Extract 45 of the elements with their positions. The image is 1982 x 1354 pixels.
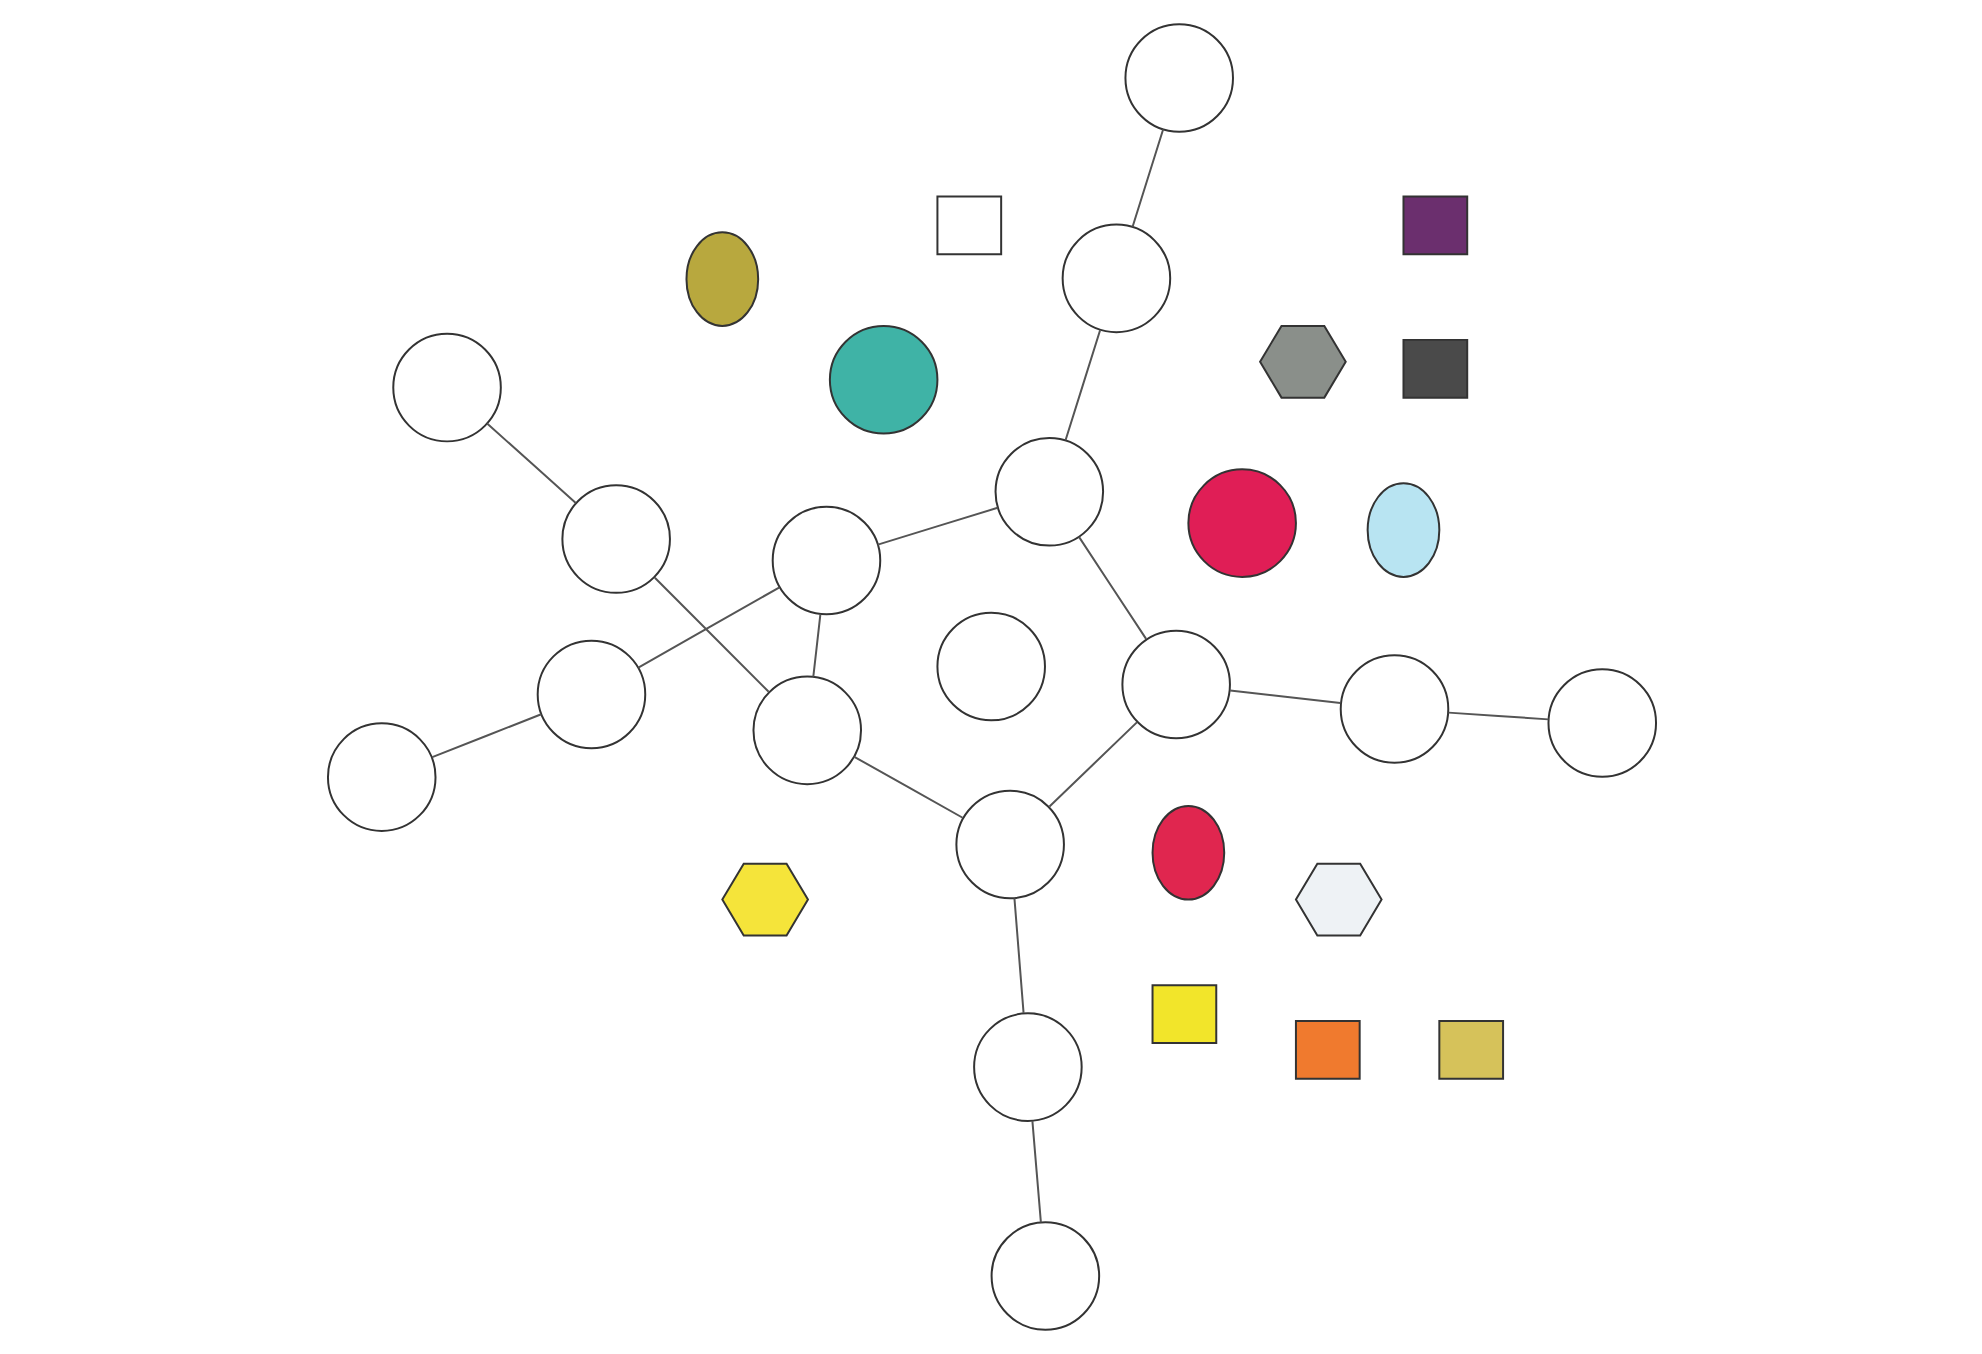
node-box <box>1437 1020 1504 1080</box>
node-circle <box>989 1221 1100 1331</box>
connector <box>1047 721 1138 808</box>
node-circle <box>770 505 881 616</box>
node-circle <box>535 639 646 750</box>
connector <box>485 422 576 504</box>
node-box <box>1401 195 1468 256</box>
node-ellipse <box>1365 482 1440 578</box>
connector <box>875 506 998 546</box>
connector <box>1063 329 1101 442</box>
node-circle <box>1123 23 1233 133</box>
node-circle <box>1186 468 1296 578</box>
connector <box>811 613 821 678</box>
node-circle <box>1338 654 1449 764</box>
node-box <box>935 195 1002 256</box>
node-hexagon <box>720 862 809 937</box>
connector <box>1012 897 1024 1014</box>
node-circle <box>972 1012 1082 1122</box>
node-ellipse <box>684 231 759 327</box>
node-circle <box>391 332 501 443</box>
node-ellipse <box>1150 804 1225 901</box>
connector <box>652 576 769 693</box>
connector <box>1228 689 1341 704</box>
connector <box>430 713 542 759</box>
node-circle <box>827 324 938 435</box>
node-circle <box>1120 629 1230 740</box>
connector <box>1446 711 1549 721</box>
connector <box>852 755 963 819</box>
node-circle <box>560 484 670 594</box>
connector <box>1130 128 1164 228</box>
node-box <box>1293 1020 1360 1080</box>
node-hexagon <box>1293 862 1382 937</box>
node-hexagon <box>1257 324 1346 399</box>
node-circle <box>993 437 1104 547</box>
connector <box>1077 536 1147 640</box>
node-box <box>1150 984 1217 1044</box>
node-circle <box>751 675 862 786</box>
node-circle <box>1546 668 1657 778</box>
node-circle <box>1060 223 1171 334</box>
node-box <box>1401 338 1468 399</box>
node-circle <box>935 611 1045 722</box>
connector <box>636 586 780 669</box>
connector <box>1030 1119 1041 1224</box>
node-circle <box>325 722 436 832</box>
node-circle <box>954 789 1064 900</box>
